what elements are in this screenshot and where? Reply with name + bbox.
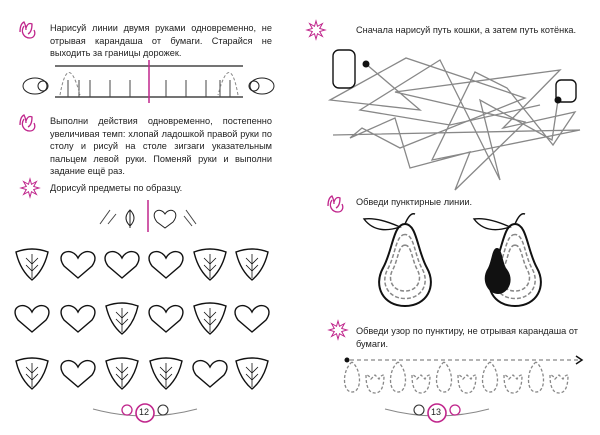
leaf-shape xyxy=(235,248,269,281)
pattern-dotted-shape xyxy=(481,361,499,393)
leaf-veins xyxy=(203,254,217,278)
task-text-draw-lines: Нарисуй линии двумя руками одновременно,… xyxy=(50,23,272,58)
heart-shape xyxy=(148,250,184,279)
pattern-dotted-shape xyxy=(527,361,545,393)
heart-shape xyxy=(234,304,270,333)
star-burst-icon xyxy=(327,319,349,341)
task-text-trace-pattern: Обведи узор по пунктиру, не отрывая кара… xyxy=(356,326,578,349)
bird-pink-icon xyxy=(121,404,133,416)
pattern-start-dot xyxy=(344,357,350,363)
heart-shape xyxy=(104,250,140,279)
star-burst-icon xyxy=(305,19,327,41)
page-number-right: 13 xyxy=(430,407,441,417)
pear-dotted-line xyxy=(389,244,421,292)
pear-dotted-line xyxy=(494,233,536,300)
pear-filled-core xyxy=(484,248,511,294)
task-text-clap: Выполни действия одновременно, постепенн… xyxy=(50,116,272,176)
heart-shape xyxy=(60,359,96,388)
ladybug-icon xyxy=(22,77,48,95)
leaf-veins xyxy=(115,308,129,332)
sample-leaf-icon xyxy=(125,209,135,228)
bird-icon xyxy=(157,404,169,416)
leaf-veins xyxy=(25,363,39,387)
hands-icon xyxy=(327,195,344,213)
kitten-icon xyxy=(555,79,577,103)
pattern-dotted-shape xyxy=(411,374,431,394)
pencil-hand-icon xyxy=(183,209,197,227)
hands-icon xyxy=(19,21,36,39)
dotted-arc xyxy=(217,72,239,96)
pear-stem xyxy=(404,212,416,225)
star-burst-icon xyxy=(19,177,41,199)
cat-maze-path xyxy=(327,57,581,191)
pattern-dotted-shape xyxy=(503,374,523,394)
leaf-shape xyxy=(15,248,49,281)
pear-leaf xyxy=(362,217,402,231)
pear-outline xyxy=(378,222,432,308)
pattern-dotted-shape xyxy=(457,374,477,394)
pattern-dotted-shape xyxy=(389,361,407,393)
leaf-shape xyxy=(105,357,139,390)
leaf-veins xyxy=(203,308,217,332)
ladybug-head xyxy=(37,80,49,92)
leaf-veins xyxy=(245,254,259,278)
page-number-circle xyxy=(135,403,155,423)
leaf-shape xyxy=(193,248,227,281)
dotted-arc xyxy=(59,72,81,96)
task-text-trace-dotted: Обведи пунктирные линии. xyxy=(356,197,473,207)
leaf-veins xyxy=(245,363,259,387)
leaf-shape xyxy=(149,357,183,390)
task-text-complete-drawings: Дорисуй предметы по образцу. xyxy=(50,183,183,193)
pattern-dotted-shape xyxy=(549,374,569,394)
leaf-veins xyxy=(115,363,129,387)
pattern-dotted-shape xyxy=(365,374,385,394)
kitten-maze-path xyxy=(358,59,559,181)
leaf-veins xyxy=(25,254,39,278)
leaf-shape xyxy=(15,357,49,390)
leaf-veins xyxy=(159,363,173,387)
bird-pink-icon xyxy=(449,404,461,416)
pear-leaf xyxy=(472,217,512,231)
leaf-shape xyxy=(193,302,227,335)
heart-shape xyxy=(192,359,228,388)
pear-dotted-line xyxy=(499,244,531,292)
heart-shape xyxy=(60,304,96,333)
ladybug-head xyxy=(248,80,260,92)
arrow-icon xyxy=(575,355,584,365)
pencil-hand-icon xyxy=(99,209,117,225)
sample-heart-icon xyxy=(153,209,177,229)
page-number-left: 12 xyxy=(138,407,149,417)
pattern-dotted-shape xyxy=(343,361,361,393)
leaf-shape xyxy=(235,357,269,390)
page-number-circle xyxy=(427,403,447,423)
hands-icon xyxy=(19,114,36,132)
heart-shape xyxy=(60,250,96,279)
ladybug-icon xyxy=(249,77,275,95)
cat-icon xyxy=(332,49,356,89)
task-text-cat-path: Сначала нарисуй путь кошки, а затем путь… xyxy=(356,25,577,35)
heart-shape xyxy=(148,304,184,333)
pattern-dotted-shape xyxy=(435,361,453,393)
pear-dotted-line xyxy=(384,233,426,300)
leaf-shape xyxy=(105,302,139,335)
pear-stem xyxy=(514,212,526,225)
bird-icon xyxy=(413,404,425,416)
start-dot xyxy=(362,60,370,68)
heart-shape xyxy=(14,304,50,333)
